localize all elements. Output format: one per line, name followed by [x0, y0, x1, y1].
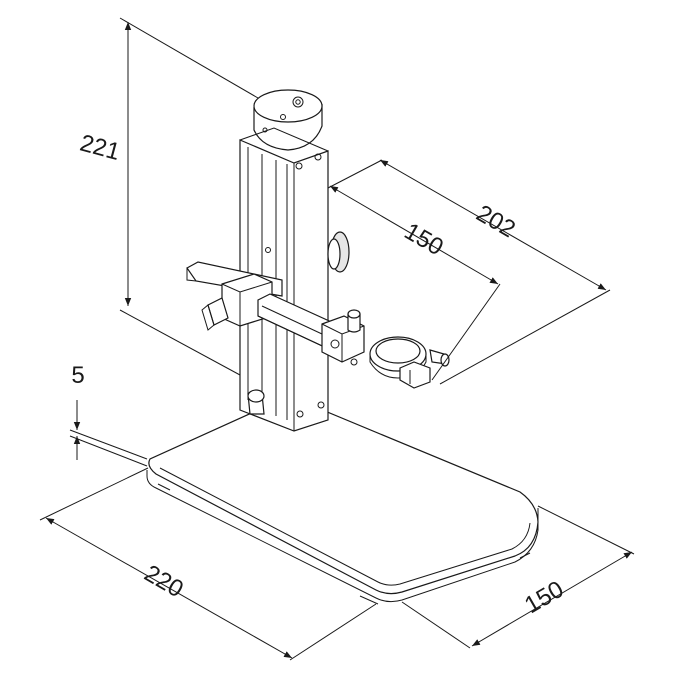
microscope-holder	[321, 309, 450, 389]
dim-arm-travel-label: 150	[400, 218, 448, 261]
dim-base-width-label: 150	[520, 576, 568, 619]
dim-base-length-label: 220	[140, 560, 188, 603]
base-plate	[146, 403, 539, 605]
dim-height-label: 221	[77, 130, 123, 166]
dim-base-thickness-label: 5	[71, 362, 84, 389]
focus-knob	[327, 231, 350, 273]
dimension-lines	[39, 17, 635, 661]
lock-knob-lower	[247, 389, 265, 415]
column	[239, 89, 329, 432]
